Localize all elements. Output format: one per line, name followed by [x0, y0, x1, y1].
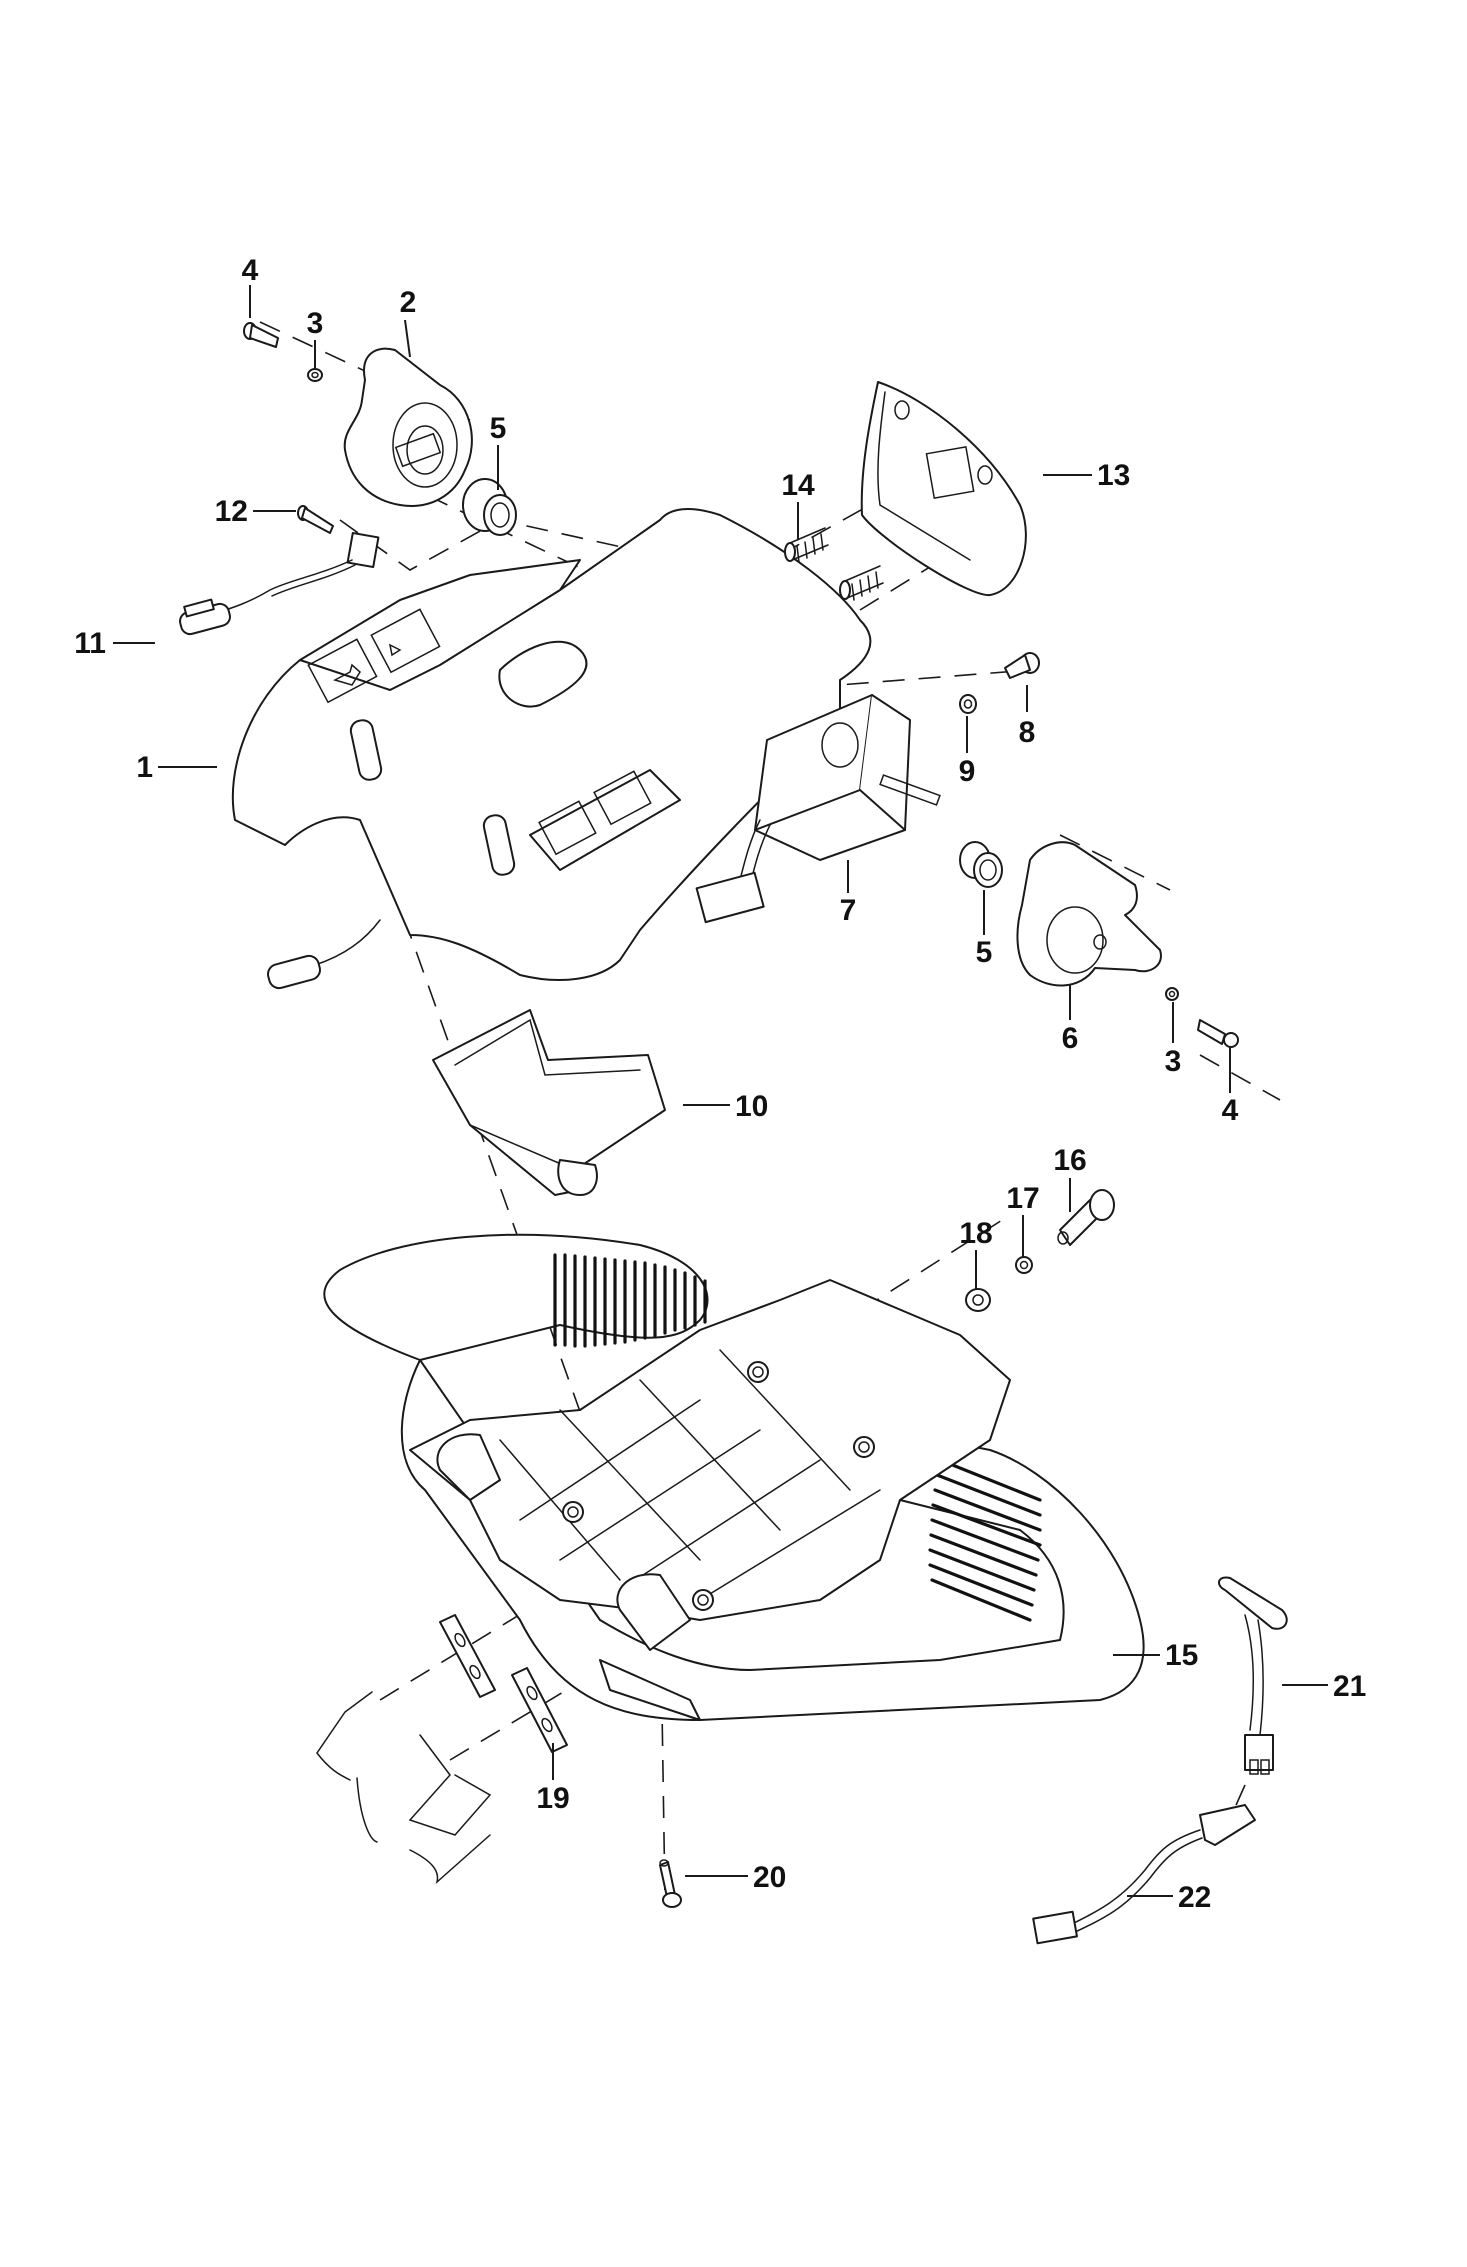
part-washer-9[interactable] — [959, 694, 977, 714]
part-bushing-5-top[interactable] — [462, 478, 517, 536]
callout-labels: 4 3 2 5 12 11 1 14 13 8 9 7 5 6 3 4 10 1… — [74, 254, 1366, 1914]
part-lock-washer-17[interactable] — [1015, 1256, 1033, 1274]
callout-1: 1 — [136, 751, 153, 784]
part-trigger-cover-13[interactable] — [860, 381, 1027, 597]
callout-18: 18 — [959, 1217, 992, 1250]
part-flat-washer-18[interactable] — [965, 1288, 991, 1312]
callout-5-top: 5 — [490, 412, 507, 445]
part-switch-harness-11[interactable] — [178, 531, 380, 636]
leader-lines — [113, 285, 1328, 1897]
callout-21: 21 — [1333, 1670, 1366, 1703]
part-left-knob-2[interactable] — [343, 347, 473, 507]
callout-22: 22 — [1178, 1881, 1211, 1914]
part-mount-outline — [316, 1691, 492, 1885]
callout-12: 12 — [215, 495, 248, 528]
callout-19: 19 — [536, 1782, 569, 1815]
callout-17: 17 — [1006, 1182, 1039, 1215]
part-springs-14[interactable] — [784, 527, 884, 601]
part-screw-12[interactable] — [297, 505, 334, 534]
callout-6: 6 — [1062, 1022, 1079, 1055]
callout-8: 8 — [1019, 716, 1036, 749]
part-washer-3-top[interactable] — [307, 368, 323, 382]
part-screw-20[interactable] — [659, 1859, 682, 1908]
part-screw-4-right[interactable] — [1197, 1019, 1239, 1048]
part-pot-bracket-7[interactable] — [695, 694, 941, 924]
callout-4-top: 4 — [242, 254, 259, 287]
part-cap-screw-16[interactable] — [1057, 1189, 1115, 1246]
part-washer-3-right[interactable] — [1165, 987, 1179, 1001]
callout-11: 11 — [74, 627, 106, 660]
grip-ridges-right — [928, 1458, 1042, 1622]
callout-5-right: 5 — [976, 936, 993, 969]
part-extension-cable-22[interactable] — [1032, 1804, 1256, 1945]
part-plates-19[interactable] — [439, 1614, 568, 1753]
part-right-knob-6[interactable] — [1016, 841, 1162, 987]
part-handle-frame-15[interactable] — [323, 1233, 1145, 1721]
callout-13: 13 — [1097, 459, 1130, 492]
callout-4-right: 4 — [1222, 1094, 1239, 1127]
callout-16: 16 — [1053, 1144, 1086, 1177]
callout-3-right: 3 — [1165, 1045, 1182, 1078]
part-sensor-cable-21[interactable] — [1218, 1576, 1288, 1775]
callout-7: 7 — [840, 894, 857, 927]
callout-2: 2 — [400, 286, 417, 319]
part-tray-10[interactable] — [432, 1009, 666, 1196]
callout-9: 9 — [959, 755, 976, 788]
callout-14: 14 — [781, 469, 815, 502]
callout-10: 10 — [735, 1090, 768, 1123]
part-bushing-5-right[interactable] — [959, 841, 1003, 888]
part-upper-cover-1[interactable] — [231, 508, 872, 990]
callout-15: 15 — [1165, 1639, 1198, 1672]
callout-20: 20 — [753, 1861, 786, 1894]
part-cap-screw-8[interactable] — [1004, 652, 1040, 679]
grip-ridges-top — [553, 1253, 707, 1348]
part-screw-4-top[interactable] — [243, 322, 279, 348]
callout-3-top: 3 — [307, 307, 324, 340]
